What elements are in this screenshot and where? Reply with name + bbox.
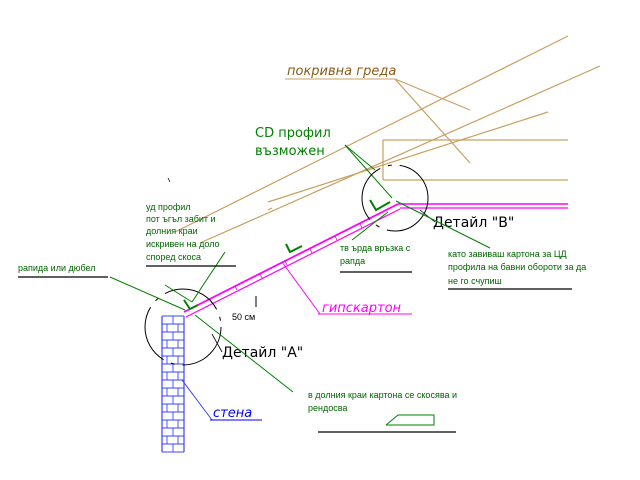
note-underlines: [18, 265, 572, 433]
bottom-edge-line: рендосва: [308, 403, 347, 413]
dimension-label: 50 см: [232, 312, 255, 322]
roof-beam-label: покривна греда: [287, 64, 396, 79]
stray-mark: [167, 177, 171, 183]
drywall-label: гипскартон: [322, 301, 402, 316]
roof-beams: [174, 35, 601, 244]
screw-mark: [259, 273, 263, 279]
screwing-note-line: профила на бавни обороти за да: [448, 262, 586, 272]
anchor-note: рапида или дюбел: [18, 263, 96, 273]
ud-note-line: според скоса: [146, 252, 201, 262]
detail-b-leader: [419, 209, 436, 223]
cd-leader-2: [344, 144, 376, 171]
detail-a-label: Детайл "A": [222, 345, 303, 361]
bottom-edge-note: в долния краи картона се скосява и рендо…: [308, 390, 457, 413]
screw-mark: [284, 260, 288, 266]
screw-mark: [334, 235, 338, 241]
bottom-edge-line: в долния краи картона се скосява и: [308, 390, 457, 400]
cd-profile-leaders: [344, 144, 393, 199]
ud-note-line: пот ъгъл забит и: [146, 214, 216, 224]
ud-note-leader-2: [191, 251, 226, 303]
rigid-joint-note: тв ърда връзка с рапда: [340, 243, 411, 266]
bottom-edge-leader: [194, 314, 294, 393]
cd-profile-mark: [369, 199, 391, 212]
drywall-leader: [281, 261, 321, 315]
roof-beam-line-3: [267, 111, 549, 203]
screw-mark: [234, 285, 238, 291]
ud-note-line: уд профил: [146, 202, 191, 212]
wall-label-leader: [181, 379, 213, 421]
ud-note-line: искривен на доло: [146, 239, 220, 249]
rigid-joint-line: тв ърда връзка с: [340, 243, 411, 253]
ud-note-line: долния краи: [146, 226, 198, 236]
roof-beam-leader-2: [394, 78, 471, 111]
wall-brick-hatch: [161, 315, 185, 453]
rigid-joint-leader: [351, 211, 389, 241]
screw-mark: [309, 248, 313, 254]
detail-a-leader: [211, 333, 223, 353]
note-leaders: [109, 200, 491, 393]
cd-profile-label-line2: възможен: [255, 144, 325, 159]
drywall-board: [183, 203, 568, 318]
screwing-note-line: не го счупиш: [448, 276, 502, 286]
ud-note-leader: [164, 284, 193, 303]
bevel-sketch: [385, 414, 435, 426]
drywall-line-outer: [183, 203, 399, 313]
screwing-note-line: като завиваш картона за ЦД: [448, 249, 567, 259]
cd-profiles: [183, 199, 391, 311]
roof-beam-line-1: [174, 35, 569, 233]
screwing-note: като завиваш картона за ЦД профила на ба…: [448, 249, 586, 286]
screwing-note-leader: [395, 200, 491, 249]
cd-profile-mark: [285, 243, 303, 254]
drywall-line-inner: [185, 208, 401, 318]
cd-profile-mark: [183, 299, 199, 311]
roof-beam-line-2: [199, 65, 601, 244]
cd-leader-1: [344, 144, 393, 199]
detail-b-label: Детайл "B": [433, 215, 514, 231]
screw-mark: [359, 223, 363, 229]
stray-mark: [267, 207, 273, 211]
roof-beam-leader-1: [394, 78, 471, 164]
wall-label: стена: [213, 406, 252, 421]
detail-a-circle: [144, 288, 222, 366]
cd-profile-label-line1: CD профил: [255, 126, 331, 141]
ud-profile-note: уд профил пот ъгъл забит и долния краи и…: [146, 202, 220, 262]
anchor-note-leader: [109, 276, 186, 311]
detail-b-circle: [361, 164, 429, 232]
rigid-joint-line: рапда: [340, 256, 365, 266]
